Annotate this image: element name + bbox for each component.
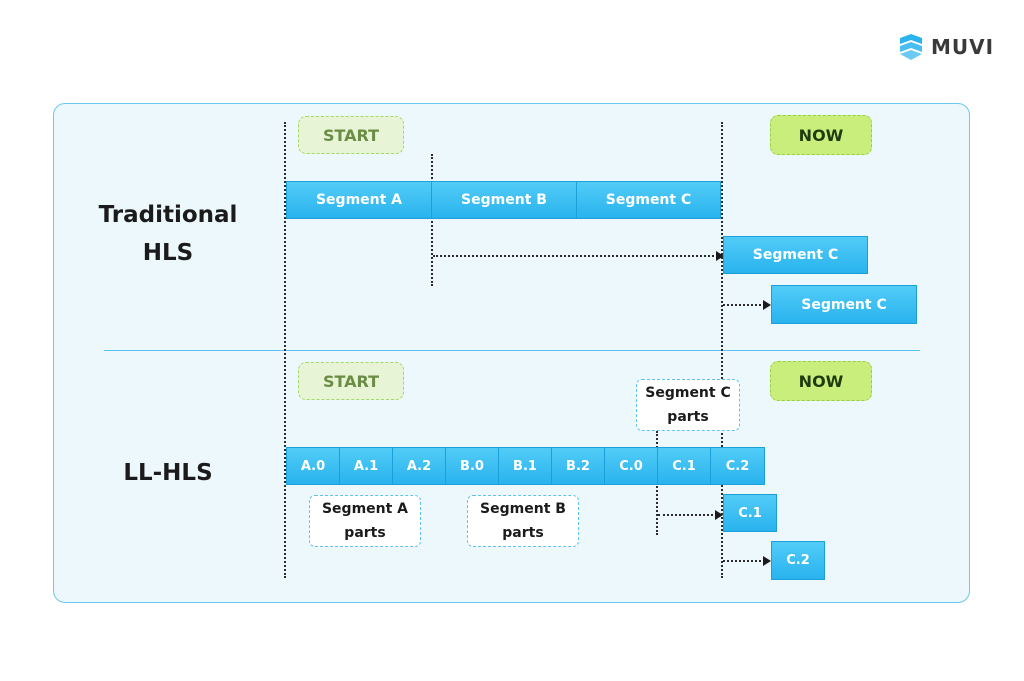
ll-delivered-c2: C.2: [771, 541, 825, 580]
traditional-segment-c: Segment C: [576, 181, 721, 219]
segment-a-parts-label: Segment A parts: [309, 495, 421, 547]
logo-text: MUVI: [931, 35, 995, 59]
traditional-now-pill: NOW: [770, 115, 872, 155]
part-c0: C.0: [604, 447, 658, 485]
traditional-segment-a: Segment A: [286, 181, 432, 219]
ll-now-pill: NOW: [770, 361, 872, 401]
traditional-delivered-segment-c-2: Segment C: [771, 285, 917, 324]
part-a0: A.0: [286, 447, 340, 485]
muvi-logo-icon: [900, 34, 922, 60]
part-b1: B.1: [498, 447, 552, 485]
traditional-segment-b: Segment B: [431, 181, 577, 219]
part-c2: C.2: [710, 447, 765, 485]
ll-delivered-c1: C.1: [723, 494, 777, 532]
segment-b-parts-label: Segment B parts: [467, 495, 579, 547]
traditional-hls-title: Traditional HLS: [98, 202, 238, 266]
section-divider: [104, 350, 920, 351]
traditional-delivered-segment-c-1: Segment C: [723, 236, 868, 274]
ll-arrow-2: [723, 556, 771, 566]
part-b0: B.0: [445, 447, 499, 485]
part-c1: C.1: [657, 447, 711, 485]
segment-c-parts-label: Segment C parts: [636, 379, 740, 431]
ll-hls-title: LL-HLS: [123, 460, 213, 486]
part-b2: B.2: [551, 447, 605, 485]
ll-arrow-1: [658, 510, 723, 520]
part-a2: A.2: [392, 447, 446, 485]
start-line: [284, 122, 286, 578]
traditional-start-pill: START: [298, 116, 404, 154]
now-line: [721, 122, 723, 578]
traditional-arrow-1: [433, 251, 724, 261]
part-a1: A.1: [339, 447, 393, 485]
segment-b-start-line: [431, 154, 433, 286]
ll-start-pill: START: [298, 362, 404, 400]
muvi-logo: MUVI: [897, 32, 994, 62]
traditional-arrow-2: [723, 300, 771, 310]
